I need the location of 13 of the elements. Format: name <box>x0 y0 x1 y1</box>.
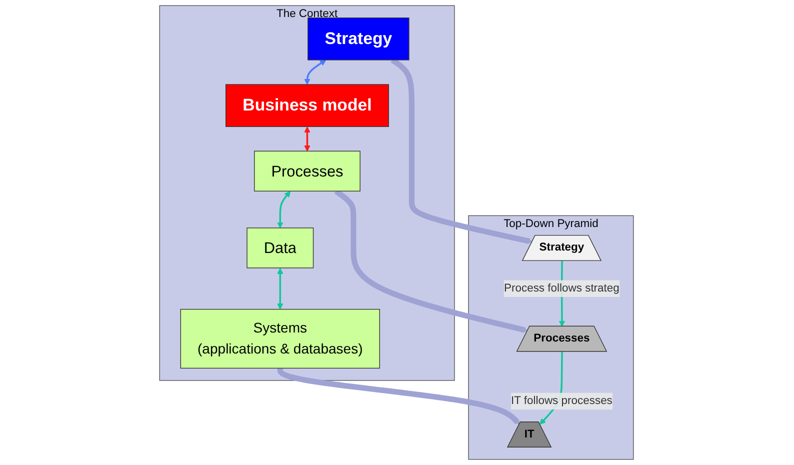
node-box: Business model <box>226 84 390 127</box>
arrow <box>278 268 284 310</box>
arrow <box>304 126 311 152</box>
arrow <box>278 191 292 228</box>
node-box: Processes <box>254 150 361 192</box>
edge-label: IT follows processes <box>511 394 613 407</box>
arrow <box>391 58 534 244</box>
edge-label: Process follows strateg <box>504 282 620 294</box>
node-box: Data <box>247 228 314 268</box>
arrow <box>278 367 520 425</box>
node-box: Strategy <box>308 18 410 60</box>
node-box: Systems (applications & databases) <box>180 308 380 369</box>
arrow <box>304 60 327 85</box>
